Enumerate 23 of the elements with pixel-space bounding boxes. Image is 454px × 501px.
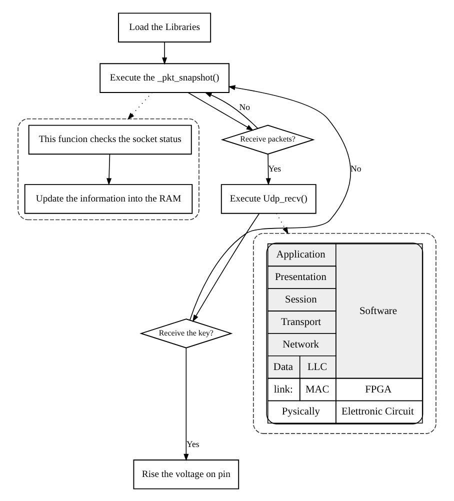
node-box: Execute the _pkt_snapshot() xyxy=(100,62,230,92)
node-diamond: Receive the key? xyxy=(140,318,233,348)
edge-label: No xyxy=(350,163,362,174)
node-box: This funcion checks the socket status xyxy=(28,124,192,154)
arrow xyxy=(184,346,189,461)
arrow xyxy=(162,41,168,64)
edge-label: Yes xyxy=(186,438,200,449)
arrow xyxy=(188,92,254,130)
arrow xyxy=(266,153,271,185)
arrow xyxy=(189,84,351,320)
arrow xyxy=(204,92,258,128)
edge-label: Yes xyxy=(268,163,282,174)
edge-label: No xyxy=(239,101,250,112)
cluster xyxy=(253,232,436,434)
cluster xyxy=(18,118,200,220)
arrow xyxy=(106,153,112,185)
node-box: Load the Libraries xyxy=(118,12,212,42)
node-box: Rise the voltage on pin xyxy=(133,459,240,489)
arrow xyxy=(127,92,153,120)
node-box: Update the information into the RAM xyxy=(24,184,193,214)
arrow xyxy=(276,212,288,234)
node-box: Execute Udp_recv() xyxy=(220,184,316,214)
arrow xyxy=(192,212,260,322)
